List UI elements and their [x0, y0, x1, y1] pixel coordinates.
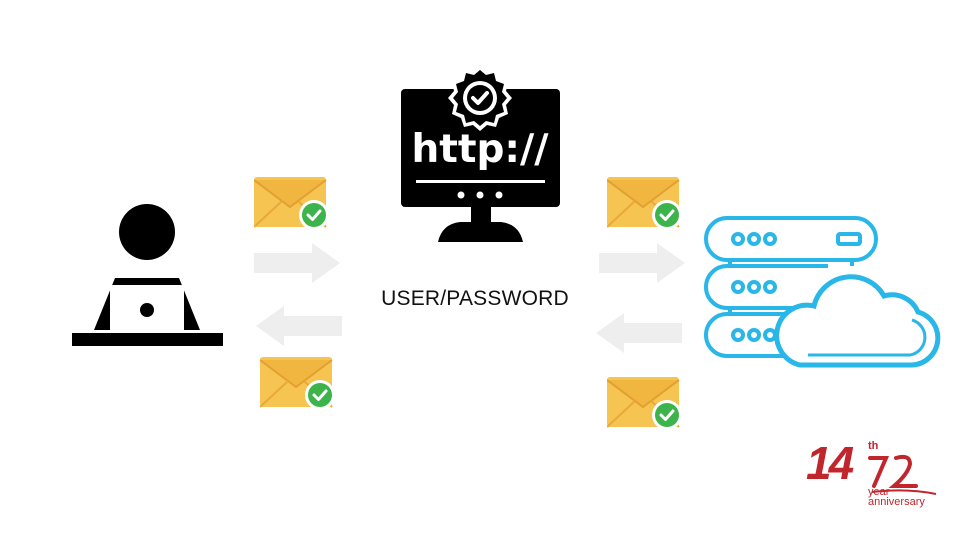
- left-arrow-icon: [596, 313, 682, 353]
- credential-label: USER/PASSWORD: [381, 287, 569, 310]
- verified-envelope-icon: [607, 177, 684, 232]
- left-arrow-icon: [256, 306, 342, 346]
- anniversary-logo-year: year: [868, 486, 890, 498]
- verified-envelope-icon: [607, 377, 684, 432]
- right-arrow-icon: [599, 243, 685, 283]
- anniversary-swoosh-icon: [868, 454, 937, 495]
- http-monitor-icon: http://: [401, 65, 560, 242]
- user-laptop-icon: [72, 204, 223, 346]
- server-cloud-icon: [704, 216, 941, 368]
- anniversary-logo-superscript: th: [868, 440, 879, 452]
- verified-envelope-icon: [260, 357, 337, 412]
- right-arrow-icon: [254, 243, 340, 283]
- anniversary-logo-number: 14: [806, 437, 854, 489]
- verified-envelope-icon: [254, 177, 331, 232]
- anniversary-logo-anniversary: anniversary: [868, 496, 925, 508]
- http-text: http://: [411, 127, 549, 172]
- verified-badge-icon: [448, 65, 512, 131]
